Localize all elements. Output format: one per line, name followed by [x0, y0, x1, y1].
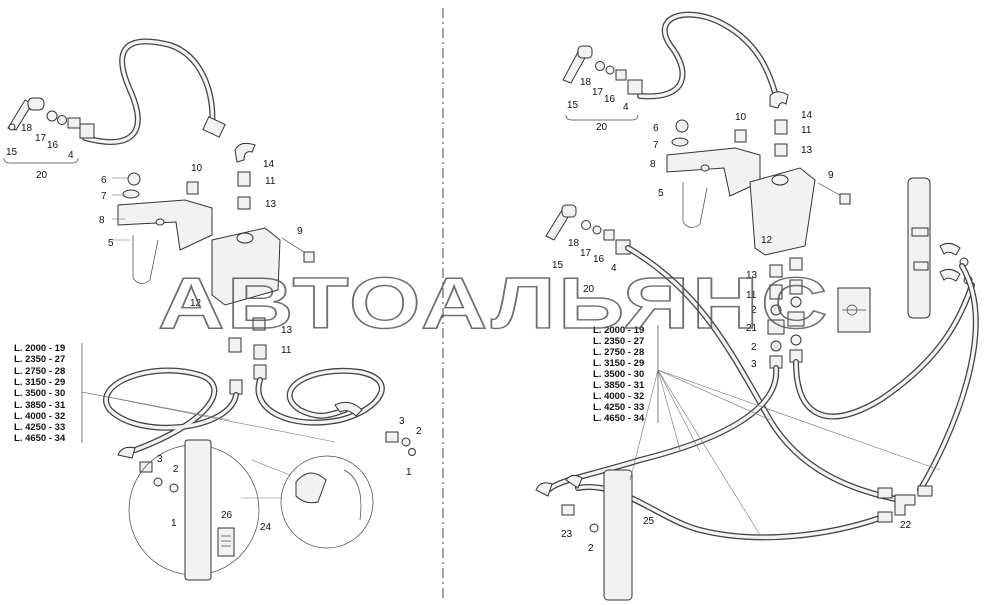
label-2a-left: 2 [416, 426, 422, 437]
label-12-left: 12 [190, 298, 202, 309]
label-9-right: 9 [828, 170, 834, 181]
label-13b-right: 13 [746, 270, 758, 281]
label-16b-right: 16 [593, 254, 605, 265]
label-14-left: 14 [263, 159, 275, 170]
length-row: L. 4000 - 32 [14, 411, 65, 422]
label-2b-right: 2 [751, 342, 757, 353]
length-row: L. 2350 - 27 [593, 336, 644, 347]
length-table-left: L. 2000 - 19 L. 2350 - 27 L. 2750 - 28 L… [14, 343, 83, 444]
label-20-left: 20 [36, 170, 48, 181]
left-panel: 15 18 17 16 4 20 6 7 8 5 10 14 11 13 9 1… [3, 38, 422, 581]
label-13a-right: 13 [801, 145, 813, 156]
label-7-right: 7 [653, 140, 659, 151]
label-8-right: 8 [650, 159, 656, 170]
label-11a-right: 11 [801, 125, 812, 136]
label-3b-left: 3 [157, 454, 163, 465]
label-14-right: 14 [801, 110, 813, 121]
label-10-left: 10 [191, 163, 203, 174]
label-21-right: 21 [746, 323, 758, 334]
label-15b-right: 15 [552, 260, 564, 271]
label-24-left: 24 [260, 522, 272, 533]
label-2a-right: 2 [751, 305, 757, 316]
label-18-right: 18 [580, 77, 592, 88]
label-4-right: 4 [623, 102, 629, 113]
length-row: L. 3500 - 30 [593, 369, 644, 380]
length-row: L. 4250 - 33 [14, 422, 65, 433]
label-11b-right: 11 [746, 290, 757, 301]
label-2c-right: 2 [588, 543, 594, 554]
label-15-left: 15 [6, 147, 18, 158]
length-row: L. 3150 - 29 [593, 358, 644, 369]
length-row: L. 4650 - 34 [593, 413, 645, 424]
label-3a-left: 3 [399, 416, 405, 427]
label-18-left: 18 [21, 123, 33, 134]
label-5-left: 5 [108, 238, 114, 249]
label-7-left: 7 [101, 191, 107, 202]
label-4-left: 4 [68, 150, 74, 161]
label-1b-left: 1 [171, 518, 177, 529]
label-16-right: 16 [604, 94, 616, 105]
label-5-right: 5 [658, 188, 664, 199]
watermark: АВТОАЛЬЯНС [158, 264, 830, 344]
label-20b-right: 20 [583, 284, 595, 295]
label-26-left: 26 [221, 510, 233, 521]
label-8-left: 8 [99, 215, 105, 226]
length-row: L. 3850 - 31 [14, 400, 66, 411]
label-22-right: 22 [900, 520, 912, 531]
label-2b-left: 2 [173, 464, 179, 475]
right-panel: 18 17 16 15 4 20 10 14 6 7 11 13 8 9 5 1… [535, 11, 979, 601]
label-17-left: 17 [35, 133, 47, 144]
length-row: L. 3150 - 29 [14, 377, 65, 388]
length-row: L. 3500 - 30 [14, 388, 65, 399]
label-16-left: 16 [47, 140, 59, 151]
label-17b-right: 17 [580, 248, 592, 259]
length-table-right: L. 2000 - 19 L. 2350 - 27 L. 2750 - 28 L… [593, 325, 659, 424]
label-4b-right: 4 [611, 263, 617, 274]
label-12-right: 12 [761, 235, 773, 246]
length-row: L. 2750 - 28 [593, 347, 644, 358]
label-13a-left: 13 [265, 199, 277, 210]
label-6-left: 6 [101, 175, 107, 186]
label-6-right: 6 [653, 123, 659, 134]
length-row: L. 4650 - 34 [14, 433, 66, 444]
label-17-right: 17 [592, 87, 604, 98]
length-row: L. 2000 - 19 [593, 325, 644, 336]
label-20-right: 20 [596, 122, 608, 133]
length-row: L. 2750 - 28 [14, 366, 65, 377]
label-15-right: 15 [567, 100, 579, 111]
label-10-right: 10 [735, 112, 747, 123]
label-23-right: 23 [561, 529, 573, 540]
label-11a-left: 11 [265, 176, 276, 187]
label-1a-left: 1 [406, 467, 412, 478]
label-3-right: 3 [751, 359, 757, 370]
label-9-left: 9 [297, 226, 303, 237]
label-11b-left: 11 [281, 345, 292, 356]
length-row: L. 2000 - 19 [14, 343, 65, 354]
label-25-right: 25 [643, 516, 655, 527]
length-row: L. 3850 - 31 [593, 380, 645, 391]
length-row: L. 4250 - 33 [593, 402, 644, 413]
label-13b-left: 13 [281, 325, 293, 336]
length-row: L. 2350 - 27 [14, 354, 65, 365]
label-18b-right: 18 [568, 238, 580, 249]
length-row: L. 4000 - 32 [593, 391, 644, 402]
